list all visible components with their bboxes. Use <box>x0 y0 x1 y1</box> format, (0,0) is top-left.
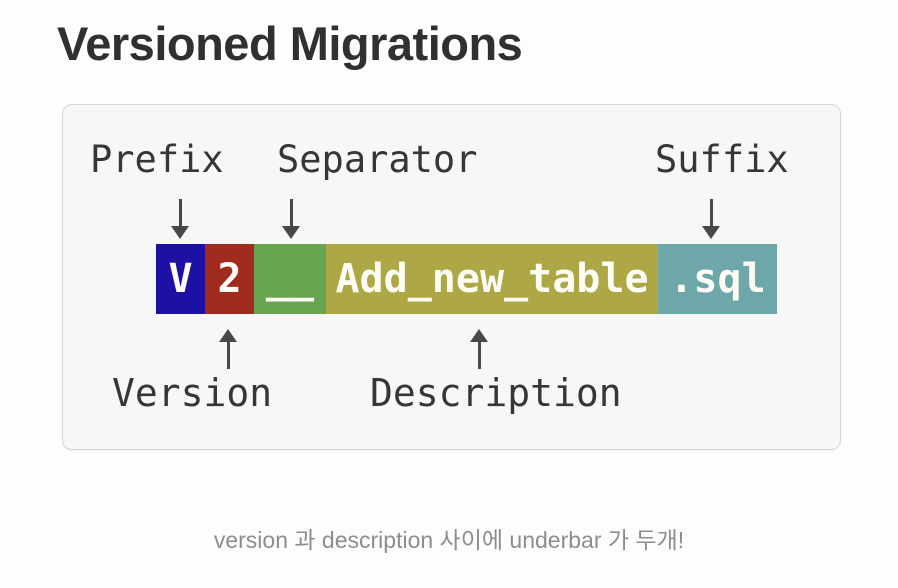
description-label: Description <box>370 371 622 415</box>
description-arrow-up-icon <box>470 329 488 369</box>
separator-arrow-down-icon <box>282 199 300 239</box>
filename-segment-description: Add_new_table <box>326 244 658 314</box>
separator-label: Separator <box>277 138 478 181</box>
suffix-label: Suffix <box>655 138 789 181</box>
version-label: Version <box>112 371 273 415</box>
prefix-label: Prefix <box>90 138 224 181</box>
page-title: Versioned Migrations <box>57 17 523 70</box>
filename-segment-separator: __ <box>254 244 326 314</box>
filename-segment-prefix: V <box>156 244 205 314</box>
version-arrow-up-icon <box>219 329 237 369</box>
filename-bar: V 2 __ Add_new_table .sql <box>156 244 777 314</box>
filename-segment-version: 2 <box>205 244 254 314</box>
filename-segment-suffix: .sql <box>658 244 777 314</box>
suffix-arrow-down-icon <box>702 199 720 239</box>
prefix-arrow-down-icon <box>171 199 189 239</box>
diagram-caption: version 과 description 사이에 underbar 가 두개! <box>213 527 685 553</box>
versioned-migration-filename-diagram: Prefix Separator Suffix V 2 __ Add_new_t… <box>62 104 841 450</box>
